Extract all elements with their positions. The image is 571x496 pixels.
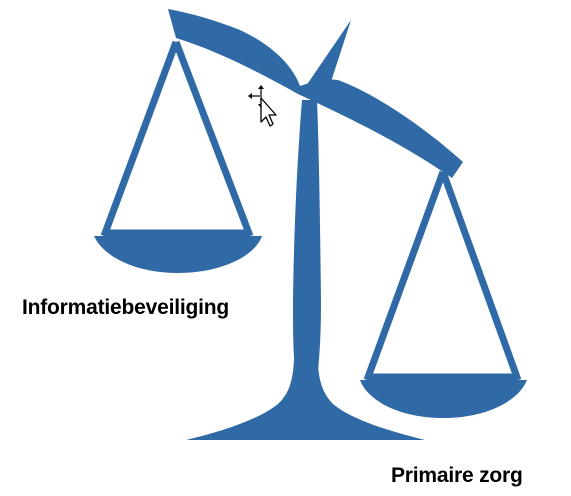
scale-shape: [94, 9, 527, 440]
scale-beam: [168, 9, 463, 178]
scale-pointer: [306, 20, 351, 88]
left-pan-label: Informatiebeveiliging: [22, 296, 229, 319]
right-pan-label: Primaire zorg: [391, 464, 523, 487]
right-pan-bowl: [360, 380, 527, 418]
left-pan-strings: [100, 40, 254, 238]
right-pan-strings: [363, 170, 522, 382]
scale-base: [186, 360, 425, 440]
scale-pillar: [293, 100, 321, 370]
move-cursor-icon: [248, 85, 277, 127]
left-pan-bowl: [94, 236, 262, 273]
